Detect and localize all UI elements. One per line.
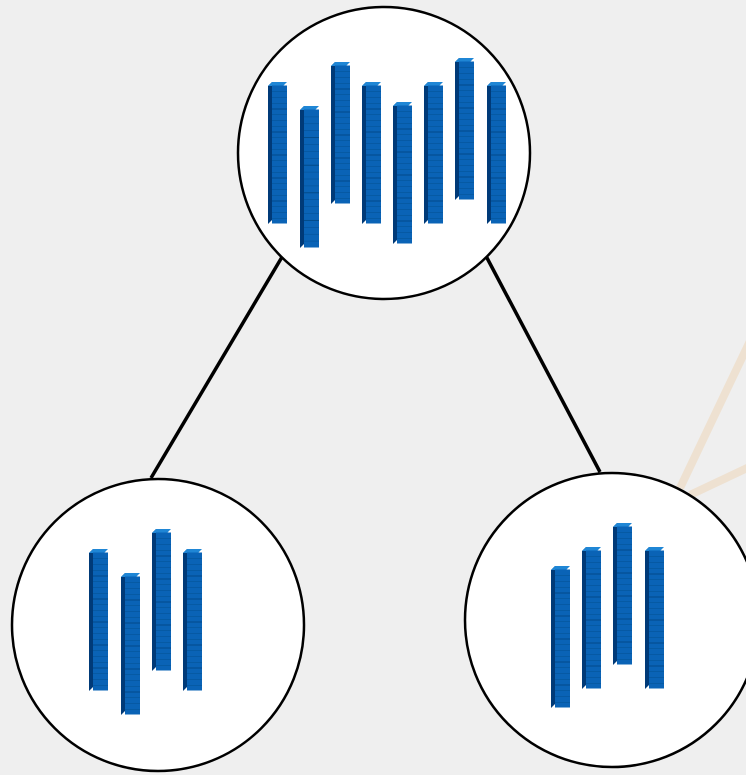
- cube-stack: [121, 573, 140, 715]
- tree-node-right-child: [463, 471, 746, 769]
- cube-stack: [393, 102, 412, 244]
- cube-stack-side: [645, 547, 649, 689]
- cube-stack-front: [366, 85, 381, 224]
- cube-stack-top: [551, 566, 570, 570]
- cube-stack-side: [582, 547, 586, 689]
- cube-stack-side: [183, 549, 187, 691]
- cube-stack-front: [335, 65, 350, 204]
- cube-stack-front: [93, 552, 108, 691]
- cube-stack: [645, 547, 664, 689]
- cube-stack-front: [397, 105, 412, 244]
- decorative-accent-lines: [676, 340, 746, 499]
- tree-node-left-child: [10, 477, 306, 773]
- cube-stack: [551, 566, 570, 708]
- edge-root-to-left-child: [149, 256, 284, 479]
- cube-stack-top: [582, 547, 601, 551]
- cube-stack: [89, 549, 108, 691]
- cube-stack: [582, 547, 601, 689]
- cube-stack-top: [487, 82, 506, 86]
- tree-edges: [149, 255, 602, 479]
- cube-stack-front: [428, 85, 443, 224]
- cube-stack-top: [89, 549, 108, 553]
- cube-stack-top: [424, 82, 443, 86]
- cube-stack-side: [613, 523, 617, 665]
- cube-stack-front: [491, 85, 506, 224]
- cube-stack-top: [362, 82, 381, 86]
- cube-stack-front: [125, 576, 140, 715]
- cube-stack-top: [393, 102, 412, 106]
- accent-line: [688, 464, 746, 499]
- cube-stack-front: [156, 532, 171, 671]
- cube-stack: [300, 106, 319, 248]
- cube-stack-side: [268, 82, 272, 224]
- cube-stack: [152, 529, 171, 671]
- cube-stack-side: [331, 62, 335, 204]
- cube-stack-side: [362, 82, 366, 224]
- cube-stack-top: [268, 82, 287, 86]
- cube-stack: [613, 523, 632, 665]
- cube-stack-top: [183, 549, 202, 553]
- cube-stack-top: [613, 523, 632, 527]
- cube-stack-front: [586, 550, 601, 689]
- cube-stack-top: [300, 106, 319, 110]
- cube-stack: [268, 82, 287, 224]
- cube-stack-side: [551, 566, 555, 708]
- cube-stack-top: [645, 547, 664, 551]
- cube-stack-top: [152, 529, 171, 533]
- cube-stack-side: [393, 102, 397, 244]
- cube-stack-top: [455, 58, 474, 62]
- cube-stack: [331, 62, 350, 204]
- cube-stack-side: [300, 106, 304, 248]
- node-circle: [463, 471, 746, 769]
- cube-stack-front: [304, 109, 319, 248]
- cube-stack: [487, 82, 506, 224]
- accent-line: [676, 340, 746, 490]
- cube-stack-side: [487, 82, 491, 224]
- cube-stack-front: [617, 526, 632, 665]
- cube-stack-top: [121, 573, 140, 577]
- cube-stack-side: [455, 58, 459, 200]
- cube-stack: [455, 58, 474, 200]
- cube-stack-front: [459, 61, 474, 200]
- cube-stack-top: [331, 62, 350, 66]
- cube-stack-front: [555, 569, 570, 708]
- cube-stack-front: [649, 550, 664, 689]
- cube-stack: [183, 549, 202, 691]
- cube-stack-front: [187, 552, 202, 691]
- cube-stack-side: [152, 529, 156, 671]
- cube-stack: [424, 82, 443, 224]
- tree-node-root: [236, 5, 532, 301]
- cube-stack-front: [272, 85, 287, 224]
- cube-stack-side: [89, 549, 93, 691]
- cube-stack: [362, 82, 381, 224]
- edge-root-to-right-child: [484, 255, 602, 473]
- tree-nodes: [10, 5, 746, 773]
- cube-stack-side: [424, 82, 428, 224]
- cube-stack-side: [121, 573, 125, 715]
